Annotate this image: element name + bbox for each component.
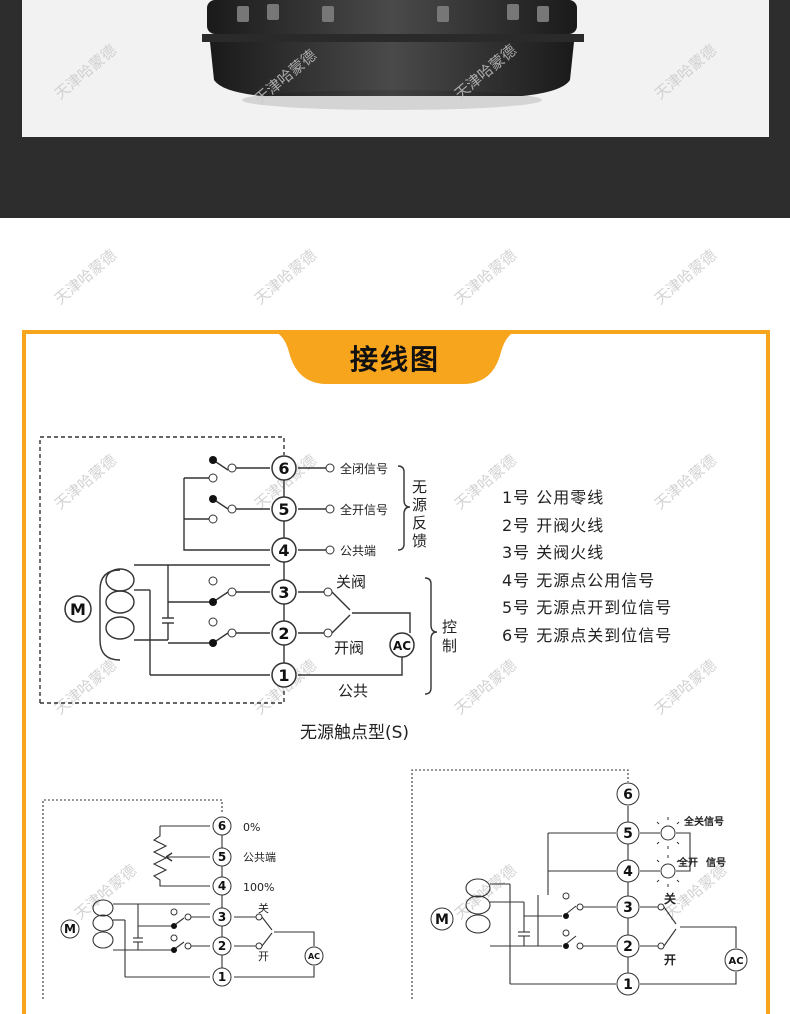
page-title: 接线图 — [349, 343, 440, 376]
right-close-label: 关 — [664, 891, 676, 906]
left-close-label: 关 — [258, 901, 269, 915]
right-terminal-2: 2 — [623, 939, 633, 955]
legend-item: 1号 公用零线 — [502, 488, 605, 507]
terminal-5: 5 — [278, 500, 289, 519]
signal-full-close: 全闭信号 — [340, 461, 388, 476]
open-valve-label: 开阀 — [334, 639, 364, 657]
terminal-2: 2 — [278, 624, 289, 643]
terminal-3: 3 — [278, 583, 289, 602]
legend-item: 4号 无源点公用信号 — [502, 570, 656, 590]
common-label: 公共 — [338, 682, 368, 700]
terminal-4: 4 — [278, 541, 289, 560]
signal-all-close: 全关信号 — [683, 815, 724, 828]
left-terminal-3: 3 — [218, 910, 226, 924]
terminal-legend: 1号 公用零线 2号 开阀火线 3号 关阀火线 4号 无源点公用信号 5号 无源… — [502, 484, 672, 650]
left-motor-icon: M — [64, 922, 76, 936]
legend-item: 3号 关阀火线 — [502, 543, 605, 563]
legend-item: 5号 无源点开到位信号 — [502, 598, 673, 618]
left-open-label: 开 — [258, 950, 269, 963]
control-label-1: 控 — [442, 618, 457, 636]
title-tab — [267, 330, 523, 384]
feedback-label-4: 馈 — [412, 532, 427, 550]
right-terminal-1: 1 — [623, 977, 633, 993]
right-ac-icon: AC — [728, 956, 743, 967]
terminal-6: 6 — [278, 459, 289, 478]
left-terminal-4: 4 — [218, 879, 226, 893]
right-motor-icon: M — [435, 912, 449, 928]
feedback-label-3: 反 — [412, 514, 427, 532]
right-terminal-3: 3 — [623, 900, 633, 916]
terminal-1: 1 — [278, 666, 289, 685]
legend-item: 2号 开阀火线 — [502, 515, 605, 535]
close-valve-label: 关阀 — [336, 573, 366, 591]
product-photo — [22, 0, 769, 137]
pot-common-label: 公共端 — [243, 851, 276, 864]
signal-all-open: 全开 — [677, 856, 698, 869]
diagram-caption: 无源触点型(S) — [300, 723, 410, 743]
feedback-label-2: 源 — [412, 496, 427, 514]
pot-zero-label: 0% — [243, 821, 260, 834]
ac-source-icon: AC — [393, 639, 411, 653]
right-open-label: 开 — [664, 953, 676, 967]
motor-icon: M — [70, 600, 86, 619]
signal-common: 公共端 — [340, 544, 376, 558]
signal-full-open: 全开信号 — [340, 502, 388, 517]
pot-full-label: 100% — [243, 881, 274, 894]
signal-label: 信号 — [706, 856, 726, 869]
right-terminal-5: 5 — [623, 826, 633, 842]
control-label-2: 制 — [442, 637, 457, 655]
left-terminal-2: 2 — [218, 939, 226, 953]
left-ac-icon: AC — [308, 952, 320, 961]
legend-item: 6号 无源点关到位信号 — [502, 625, 673, 645]
left-terminal-5: 5 — [218, 850, 226, 864]
left-terminal-1: 1 — [218, 970, 226, 984]
right-terminal-6: 6 — [623, 787, 633, 803]
feedback-label-1: 无 — [412, 478, 427, 496]
right-terminal-4: 4 — [623, 864, 633, 880]
left-terminal-6: 6 — [218, 819, 226, 833]
